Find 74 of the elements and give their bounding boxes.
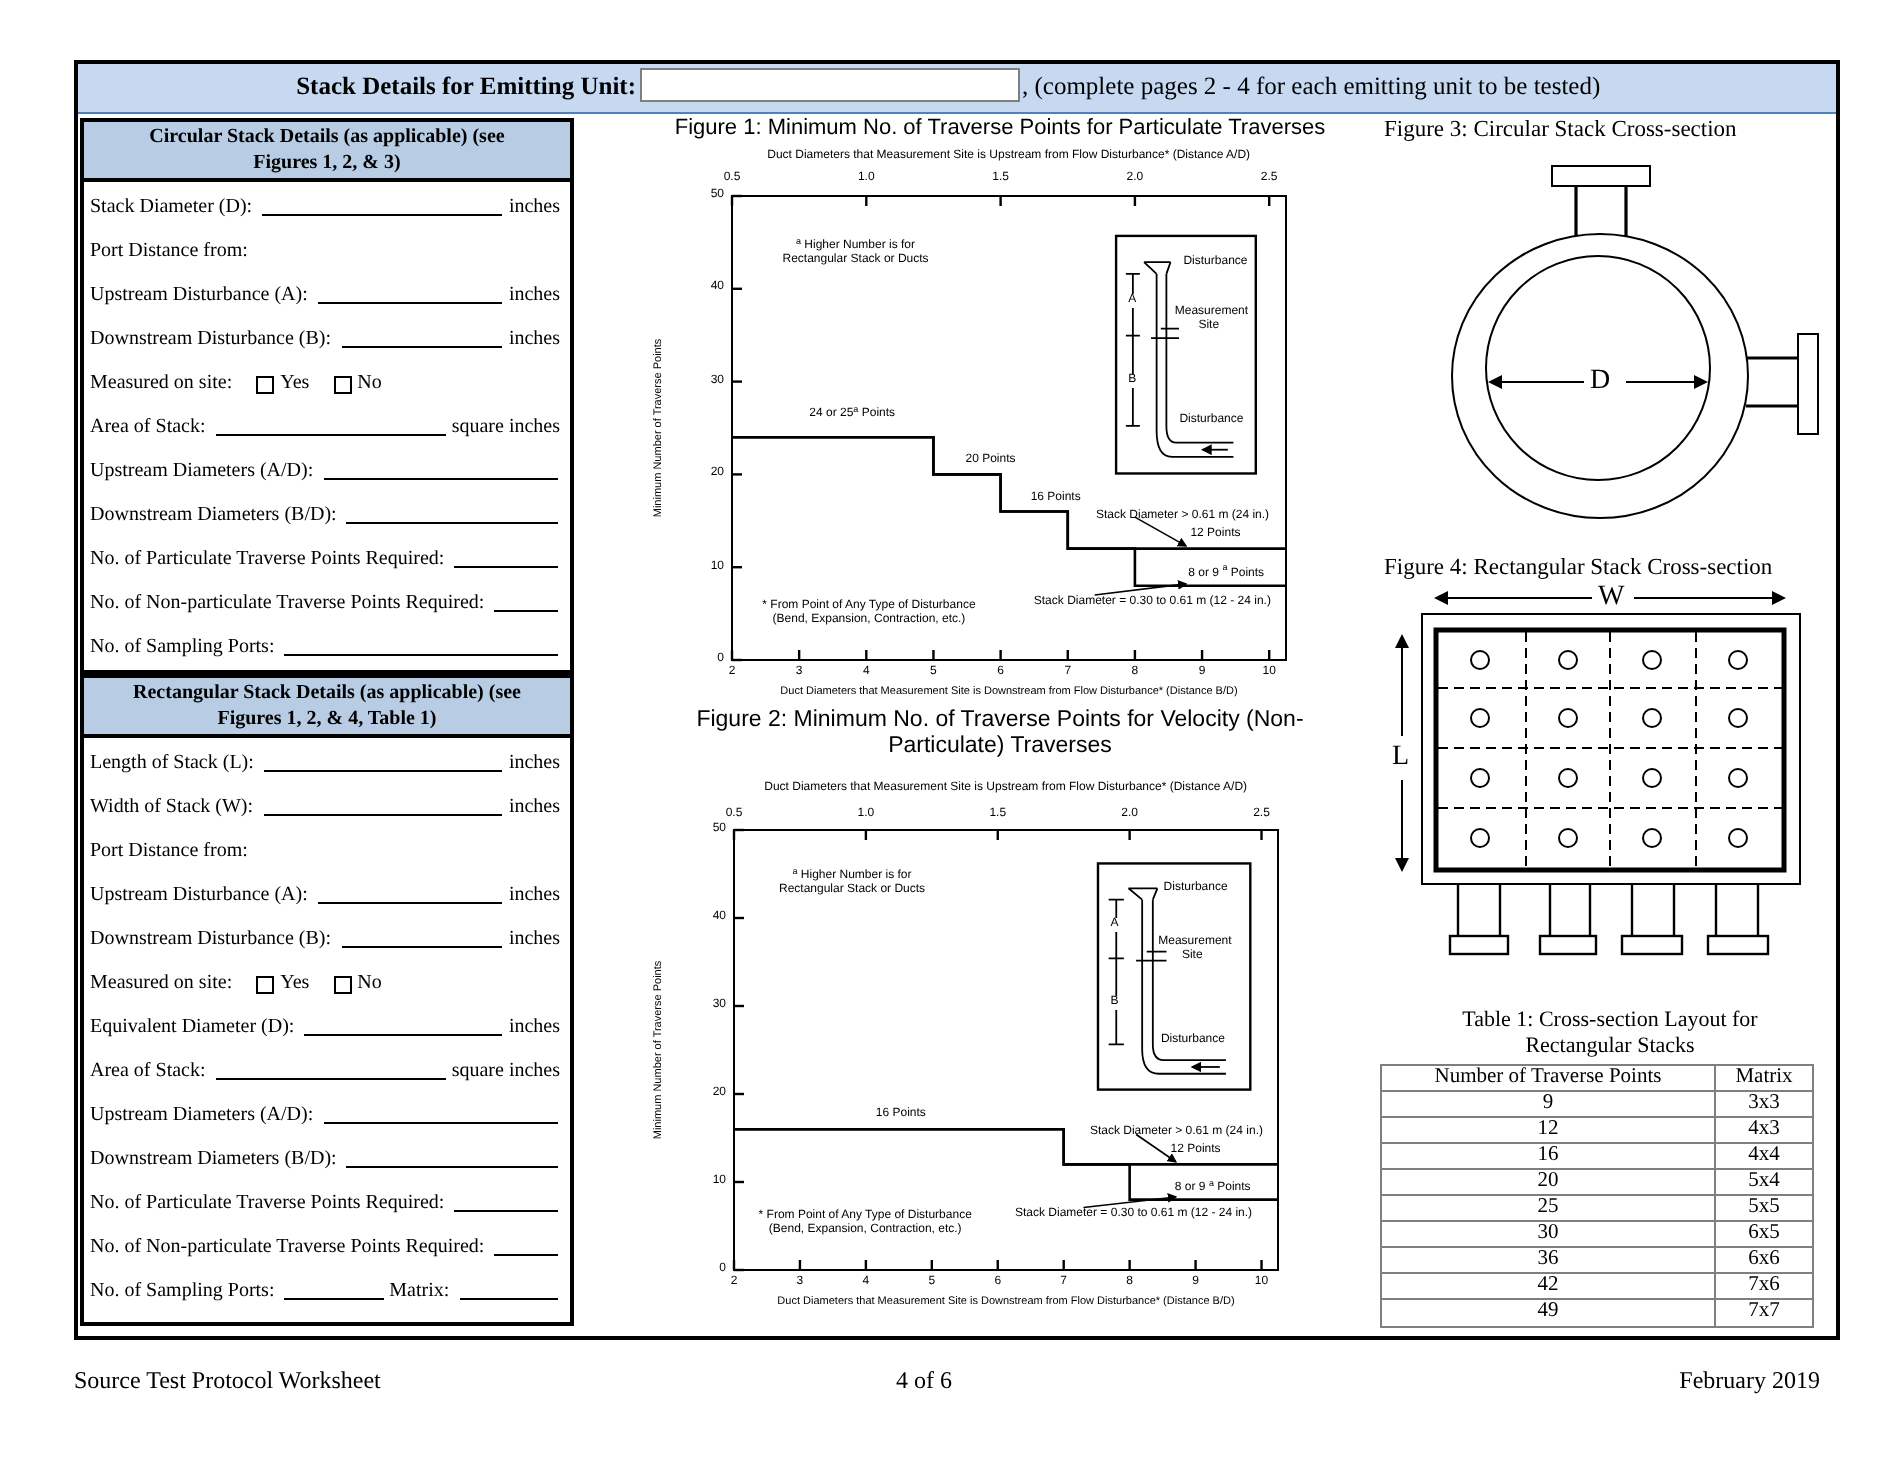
table-cell: 5x5 xyxy=(1716,1196,1812,1222)
field-label: Area of Stack: xyxy=(90,1060,206,1084)
section-heading: Rectangular Stack Details (as applicable) (see Figures 1, 2, & 4, Table 1) xyxy=(84,678,570,738)
field-label: No. of Particulate Traverse Points Required: xyxy=(90,548,445,572)
form-title: Stack Details for Emitting Unit: xyxy=(296,72,636,100)
field-label: No xyxy=(357,372,382,396)
table-cell: 9 xyxy=(1382,1092,1716,1118)
table-cell: Number of Traverse Points xyxy=(1382,1066,1716,1092)
table-cell: 7x6 xyxy=(1716,1274,1812,1300)
footer-text: Source Test Protocol Worksheet xyxy=(74,1366,381,1396)
field-label: Length of Stack (L): xyxy=(90,752,254,776)
table-cell: 30 xyxy=(1382,1222,1716,1248)
table-cell: 36 xyxy=(1382,1248,1716,1274)
field-label: inches xyxy=(508,1016,560,1040)
field-label: Equivalent Diameter (D): xyxy=(90,1016,295,1040)
field-label: square inches xyxy=(451,1060,560,1084)
field-label: inches xyxy=(508,884,560,908)
field-label: inches xyxy=(508,752,560,776)
table-cell: 12 xyxy=(1382,1118,1716,1144)
field-label: Stack Diameter (D): xyxy=(90,196,253,220)
table-cell: 4x4 xyxy=(1716,1144,1812,1170)
dimension-label: D xyxy=(1590,366,1611,398)
field-label: Port Distance from: xyxy=(90,240,248,264)
table-cell: 25 xyxy=(1382,1196,1716,1222)
field-label: inches xyxy=(508,328,560,352)
field-label: No. of Sampling Ports: xyxy=(90,1280,275,1304)
table-cell: 6x5 xyxy=(1716,1222,1812,1248)
field-label: No. of Particulate Traverse Points Required: xyxy=(90,1192,445,1216)
field-label: inches xyxy=(508,796,560,820)
table-cell: 42 xyxy=(1382,1274,1716,1300)
field-label: Upstream Disturbance (A): xyxy=(90,884,308,908)
field-label: Measured on site: xyxy=(90,972,233,996)
instruction-text: , (complete pages 2 - 4 for each emitting unit to be tested) xyxy=(1022,72,1601,100)
dimension-label: L xyxy=(1392,742,1410,774)
table-cell: Matrix xyxy=(1716,1066,1812,1092)
table-cell: 49 xyxy=(1382,1300,1716,1326)
field-label: Downstream Diameters (B/D): xyxy=(90,1148,337,1172)
field-label: inches xyxy=(508,928,560,952)
field-label: No. of Non-particulate Traverse Points Required: xyxy=(90,1236,485,1260)
field-label: inches xyxy=(508,284,560,308)
field-label: Port Distance from: xyxy=(90,840,248,864)
field-label: inches xyxy=(508,196,560,220)
section-heading: Circular Stack Details (as applicable) (see Figures 1, 2, & 3) xyxy=(84,122,570,182)
field-label: Upstream Diameters (A/D): xyxy=(90,460,314,484)
field-label: Width of Stack (W): xyxy=(90,796,254,820)
field-label: Downstream Diameters (B/D): xyxy=(90,504,337,528)
table-cell: 4x3 xyxy=(1716,1118,1812,1144)
table-cell: 20 xyxy=(1382,1170,1716,1196)
figure-title: Figure 2: Minimum No. of Traverse Points for Velocity (Non-Particulate) Traverses xyxy=(696,708,1304,758)
table-cell: 5x4 xyxy=(1716,1170,1812,1196)
field-label: Matrix: xyxy=(389,1280,450,1304)
field-label: No. of Non-particulate Traverse Points Required: xyxy=(90,592,485,616)
field-label: Upstream Diameters (A/D): xyxy=(90,1104,314,1128)
field-label: Measured on site: xyxy=(90,372,233,396)
field-label: square inches xyxy=(451,416,560,440)
field-label: No. of Sampling Ports: xyxy=(90,636,275,660)
field-label: Upstream Disturbance (A): xyxy=(90,284,308,308)
figure-title: Figure 1: Minimum No. of Traverse Points for Particulate Traverses xyxy=(674,116,1326,140)
table-cell: 6x6 xyxy=(1716,1248,1812,1274)
field-label: Yes xyxy=(280,372,310,396)
figure-title: Figure 3: Circular Stack Cross-section xyxy=(1384,116,1737,144)
field-label: Downstream Disturbance (B): xyxy=(90,928,332,952)
field-label: Downstream Disturbance (B): xyxy=(90,328,332,352)
field-label: Area of Stack: xyxy=(90,416,206,440)
figure-title: Figure 4: Rectangular Stack Cross-section xyxy=(1384,554,1773,582)
table-cell-text: 7x7 xyxy=(1746,1300,1782,1326)
field-label: No xyxy=(357,972,382,996)
table-cell: 16 xyxy=(1382,1144,1716,1170)
table-cell: 3x3 xyxy=(1716,1092,1812,1118)
table-caption: Table 1: Cross-section Layout for Rectangular Stacks xyxy=(1460,1008,1760,1060)
footer-date: February 2019 xyxy=(1677,1366,1820,1396)
field-label: Yes xyxy=(280,972,310,996)
page-number: 4 of 6 xyxy=(896,1366,952,1396)
dimension-label: W xyxy=(1598,582,1625,614)
